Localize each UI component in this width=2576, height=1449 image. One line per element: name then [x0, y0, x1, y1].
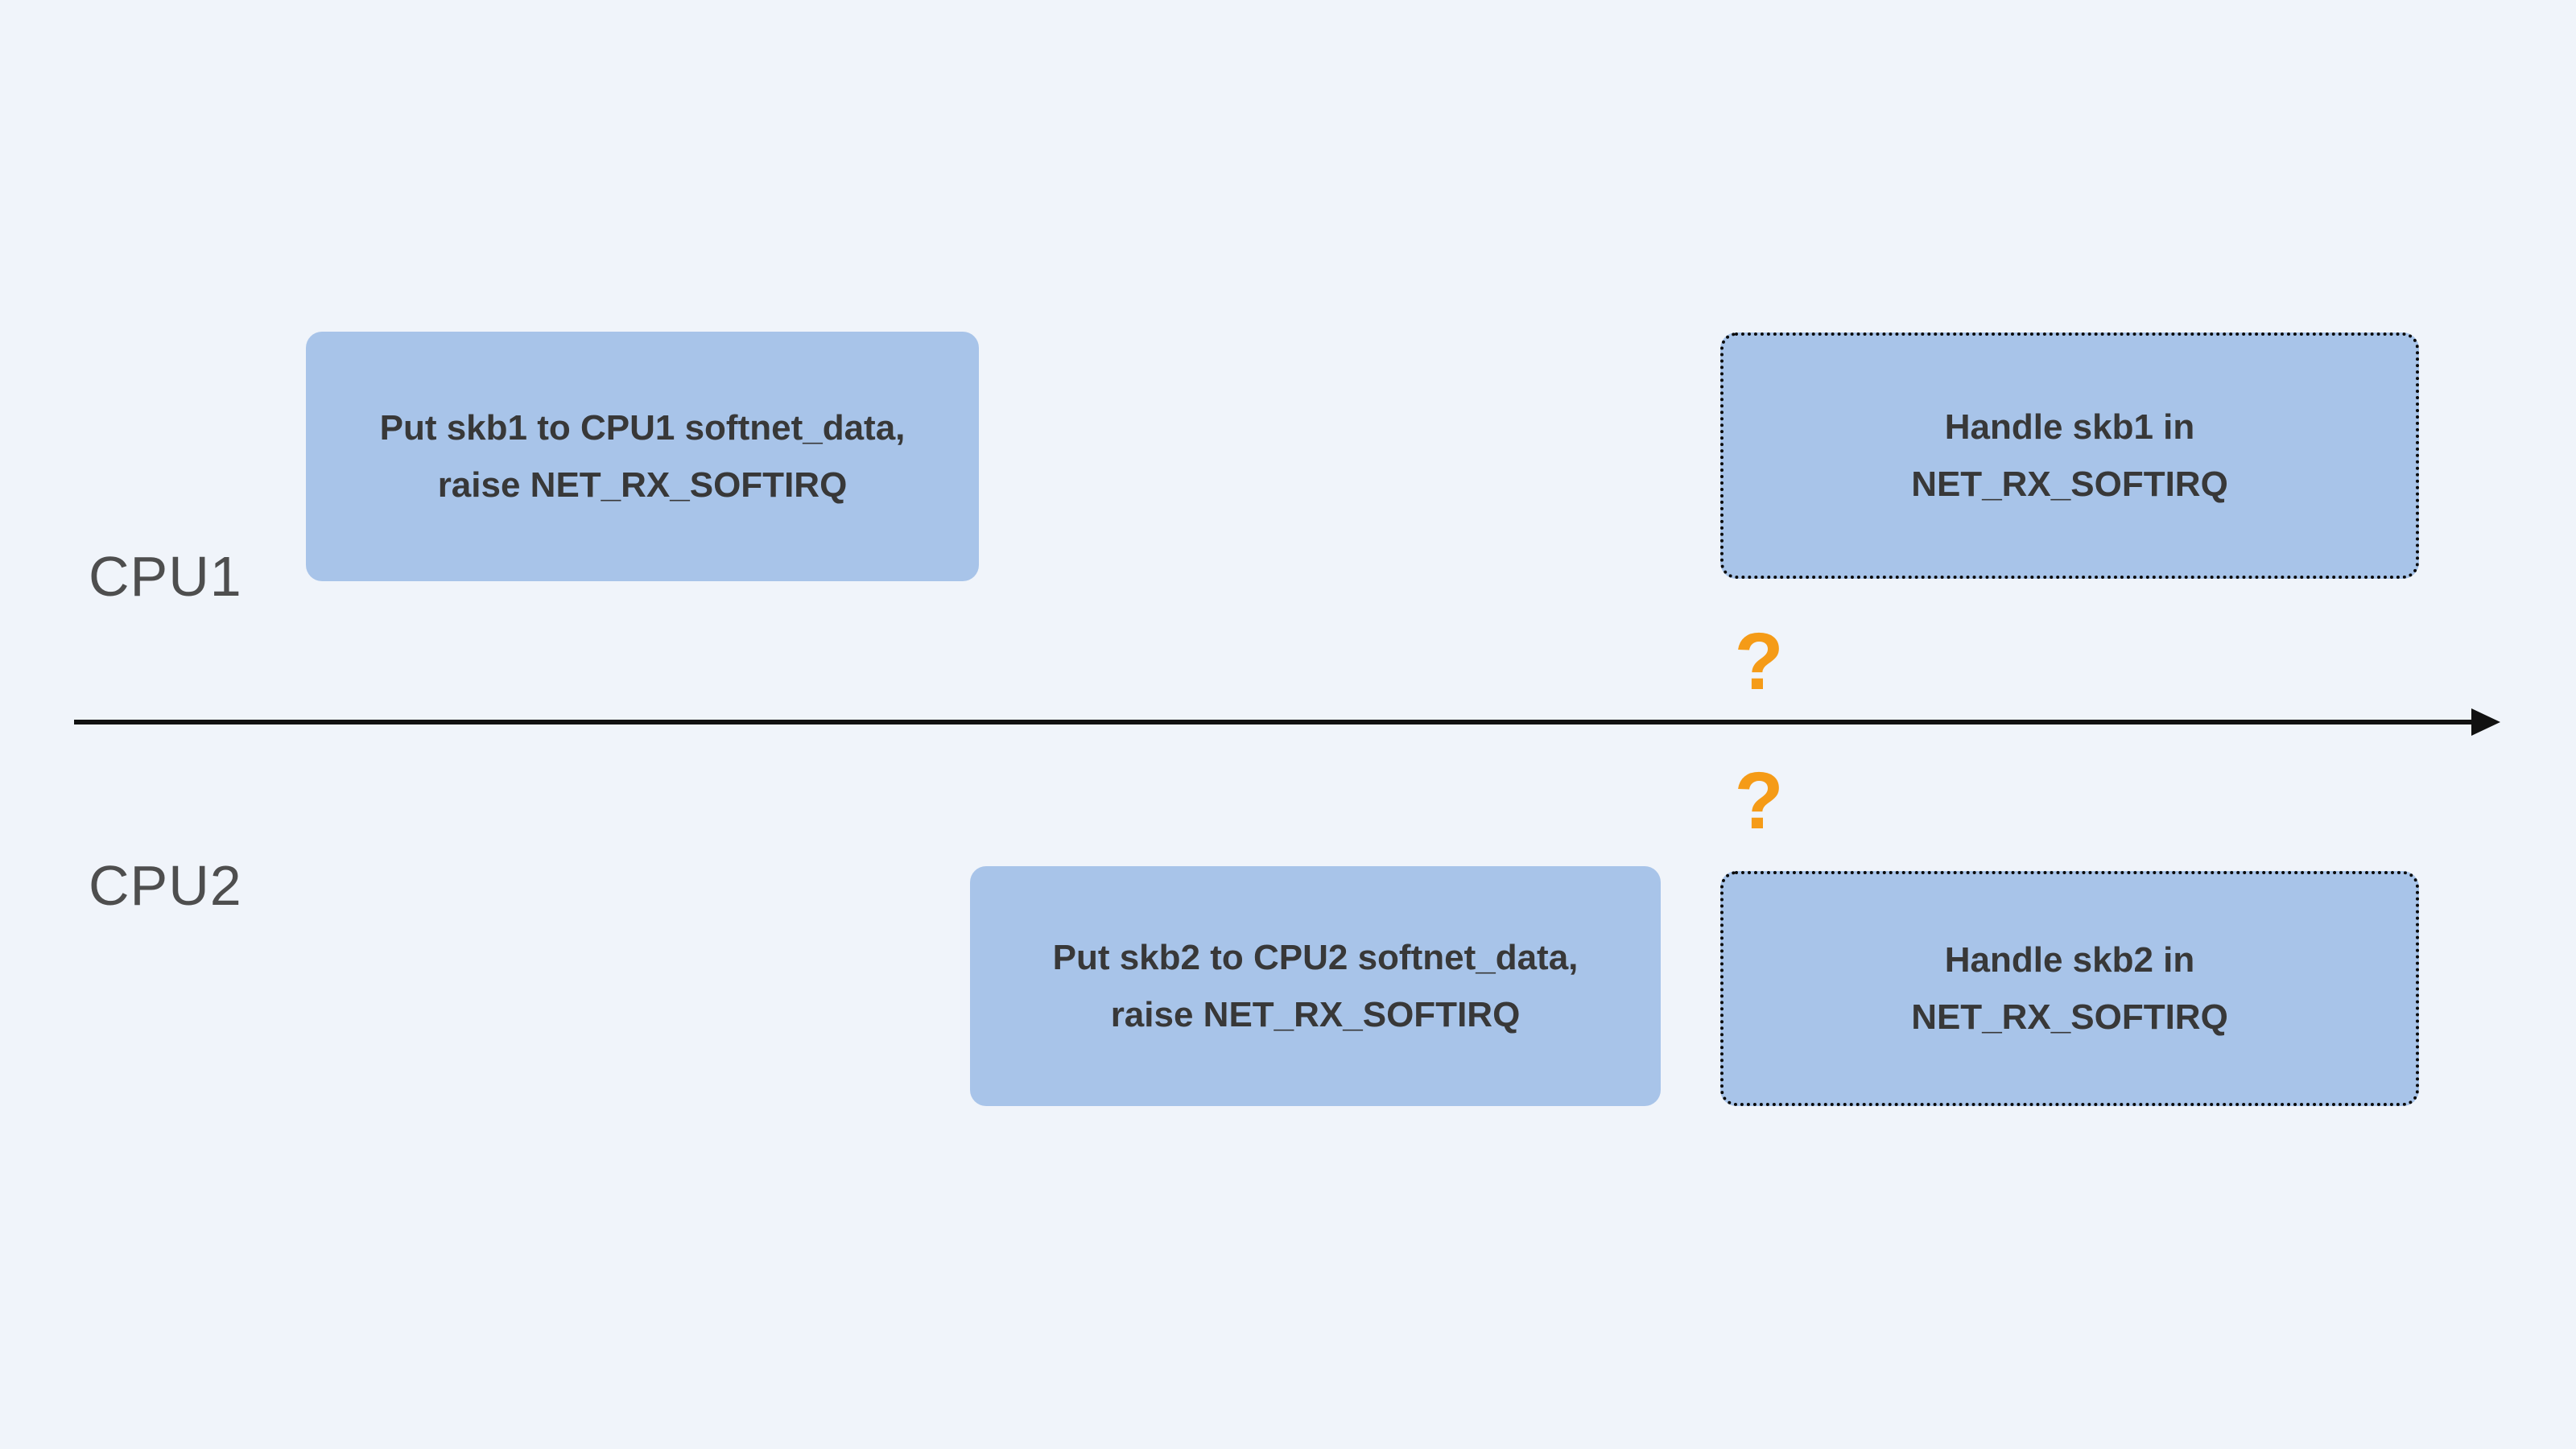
box-text-line: Put skb1 to CPU1 softnet_data, — [379, 407, 906, 448]
box-text-line: Handle skb2 in — [1944, 939, 2195, 980]
question-mark-top: ? — [1734, 617, 1784, 707]
box-text-line: raise NET_RX_SOFTIRQ — [437, 465, 848, 505]
cpu1-label: CPU1 — [89, 545, 242, 608]
cpu2-label: CPU2 — [89, 854, 242, 917]
timeline-line — [74, 720, 2478, 724]
box-text-line: NET_RX_SOFTIRQ — [1911, 997, 2228, 1037]
box-cpu1-enqueue: Put skb1 to CPU1 softnet_data, raise NET… — [306, 332, 979, 581]
box-text-line: raise NET_RX_SOFTIRQ — [1110, 995, 1521, 1034]
box-cpu2-handle: Handle skb2 in NET_RX_SOFTIRQ — [1720, 871, 2419, 1106]
box-text-line: NET_RX_SOFTIRQ — [1911, 464, 2228, 504]
box-cpu2-enqueue: Put skb2 to CPU2 softnet_data, raise NET… — [970, 866, 1661, 1106]
arrowhead-icon — [2471, 708, 2500, 736]
question-mark-bottom: ? — [1734, 756, 1784, 846]
box-text-line: Handle skb1 in — [1944, 407, 2195, 447]
box-cpu1-handle: Handle skb1 in NET_RX_SOFTIRQ — [1720, 332, 2419, 579]
box-text-line: Put skb2 to CPU2 softnet_data, — [1052, 937, 1579, 977]
